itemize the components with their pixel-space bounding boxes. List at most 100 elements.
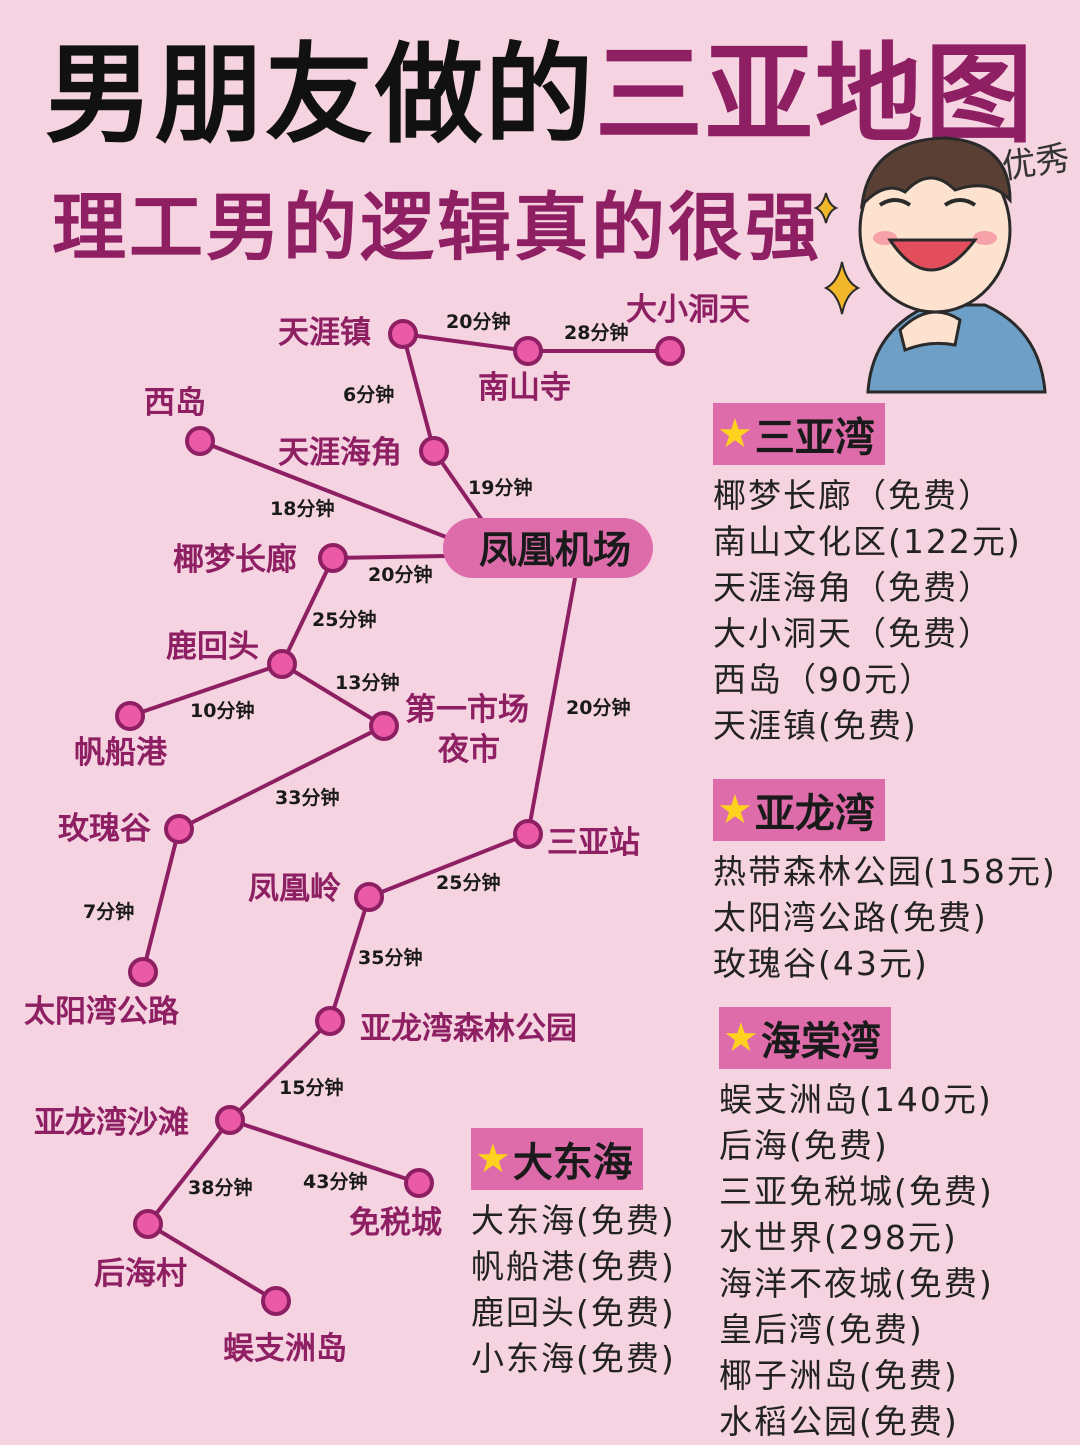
list-item: 水稻公园(免费) bbox=[719, 1402, 959, 1441]
route-lines bbox=[128, 332, 672, 1303]
node-sanyazhan bbox=[513, 819, 543, 849]
line-tianyazhen-tianyahaijiao bbox=[401, 332, 436, 453]
node-meiguigu bbox=[164, 814, 194, 844]
label-taiyangwan: 太阳湾公路 bbox=[24, 994, 180, 1030]
dur-yemeng-luhuitou: 25分钟 bbox=[312, 608, 376, 631]
label-meiguigu: 玫瑰谷 bbox=[58, 811, 151, 847]
label-fenghuangling: 凤凰岭 bbox=[248, 871, 341, 907]
node-tianyazhen bbox=[388, 319, 418, 349]
dur-meigui-taiyang: 7分钟 bbox=[83, 900, 134, 923]
label-luhuitou: 鹿回头 bbox=[166, 629, 259, 665]
node-fenghuangling bbox=[354, 882, 384, 912]
dur-fenghuangling-forest: 35分钟 bbox=[358, 946, 422, 969]
dur-diyi-meigui: 33分钟 bbox=[275, 786, 339, 809]
title-part1: 男朋友做的 bbox=[44, 33, 595, 158]
list-item: 大小洞天（免费） bbox=[713, 614, 993, 653]
list-item: 玫瑰谷(43元) bbox=[713, 944, 929, 983]
section-title-sanyawan: 三亚湾 bbox=[754, 415, 875, 461]
title-part2: 三亚地图 bbox=[595, 33, 1036, 158]
list-dadonghai: 大东海(免费) 帆船港(免费) 鹿回头(免费) 小东海(免费) bbox=[471, 1198, 676, 1382]
star-icon: ★ bbox=[723, 1015, 759, 1061]
list-item: 椰子洲岛(免费) bbox=[719, 1356, 959, 1395]
section-title-yalongwan: 亚龙湾 bbox=[754, 791, 875, 837]
label-yalongwanforest: 亚龙湾森林公园 bbox=[360, 1011, 577, 1047]
dur-luhuitou-fanchuan: 10分钟 bbox=[190, 699, 254, 722]
label-diyishichang-1: 第一市场 bbox=[405, 692, 529, 728]
star-icon: ★ bbox=[717, 411, 753, 457]
line-beach-houhai bbox=[146, 1118, 232, 1226]
dur-sanyazhan-fenghuangling: 25分钟 bbox=[436, 871, 500, 894]
node-daxiaodongtian bbox=[655, 336, 685, 366]
section-head-yalongwan: ★亚龙湾 bbox=[713, 779, 885, 841]
list-item: 椰梦长廊（免费） bbox=[713, 476, 993, 515]
node-diyishichang bbox=[369, 711, 399, 741]
line-beach-mianshui bbox=[228, 1118, 421, 1185]
list-item: 帆船港(免费) bbox=[471, 1247, 676, 1286]
node-luhuitou bbox=[267, 649, 297, 679]
node-yalongwanforest bbox=[315, 1006, 345, 1036]
dur-forest-beach: 15分钟 bbox=[279, 1076, 343, 1099]
list-item: 水世界(298元) bbox=[719, 1218, 958, 1257]
dur-tianyazhen-tianyahaijiao: 6分钟 bbox=[343, 383, 394, 406]
section-title-haitangwan: 海棠湾 bbox=[760, 1019, 881, 1065]
label-houhaicun: 后海村 bbox=[94, 1256, 187, 1292]
list-haitangwan: 蜈支洲岛(140元) 后海(免费) 三亚免税城(免费) 水世界(298元) 海洋… bbox=[719, 1077, 994, 1445]
label-yalongwanbeach: 亚龙湾沙滩 bbox=[34, 1105, 189, 1141]
line-hub-sanyazhan bbox=[526, 576, 577, 836]
sticker-text: 优秀 bbox=[999, 138, 1072, 187]
station-labels: 天涯镇 南山寺 大小洞天 西岛 天涯海角 椰梦长廊 鹿回头 帆船港 第一市场 夜… bbox=[24, 292, 750, 1367]
label-tianyazhen: 天涯镇 bbox=[278, 315, 371, 351]
sparkle-icons bbox=[813, 192, 861, 315]
section-dadonghai: ★大东海 大东海(免费) 帆船港(免费) 鹿回头(免费) 小东海(免费) bbox=[471, 1128, 676, 1382]
star-icon: ★ bbox=[717, 787, 753, 833]
dur-xidao-hub: 18分钟 bbox=[270, 497, 334, 520]
dur-nanshansi-daxiaodongtian: 28分钟 bbox=[564, 321, 628, 344]
cartoon-boy-icon bbox=[858, 136, 1047, 394]
dur-luhuitou-diyi: 13分钟 bbox=[335, 671, 399, 694]
node-taiyangwan bbox=[128, 957, 158, 987]
line-luhuitou-fanchuan bbox=[128, 662, 284, 718]
list-item: 太阳湾公路(免费) bbox=[713, 898, 988, 937]
label-tianyahaijiao: 天涯海角 bbox=[278, 435, 402, 471]
line-houhai-wuzhizhou bbox=[146, 1222, 278, 1303]
list-item: 海洋不夜城(免费) bbox=[719, 1264, 994, 1303]
label-daxiaodongtian: 大小洞天 bbox=[626, 292, 750, 328]
section-yalongwan: ★亚龙湾 热带森林公园(158元) 太阳湾公路(免费) 玫瑰谷(43元) bbox=[713, 779, 1057, 987]
label-diyishichang-2: 夜市 bbox=[437, 732, 500, 768]
list-item: 三亚免税城(免费) bbox=[719, 1172, 994, 1211]
line-sanyazhan-fenghuangling bbox=[367, 832, 530, 899]
star-icon: ★ bbox=[475, 1136, 511, 1182]
list-item: 热带森林公园(158元) bbox=[713, 852, 1057, 891]
list-item: 南山文化区(122元) bbox=[713, 522, 1022, 561]
line-forest-beach bbox=[228, 1019, 332, 1122]
section-haitangwan: ★海棠湾 蜈支洲岛(140元) 后海(免费) 三亚免税城(免费) 水世界(298… bbox=[719, 1007, 994, 1445]
line-fenghuangling-forest bbox=[328, 895, 371, 1023]
page-subtitle: 理工男的逻辑真的很强 bbox=[52, 185, 822, 271]
section-title-dadonghai: 大东海 bbox=[512, 1140, 633, 1186]
line-meigui-taiyang bbox=[141, 827, 181, 974]
list-item: 大东海(免费) bbox=[471, 1201, 676, 1240]
line-yemeng-hub bbox=[331, 554, 448, 560]
section-head-haitangwan: ★海棠湾 bbox=[719, 1007, 891, 1069]
line-yemeng-luhuitou bbox=[280, 556, 335, 666]
sparkle-icon bbox=[823, 261, 861, 315]
node-tianyahaijiao bbox=[419, 436, 449, 466]
node-xidao bbox=[185, 426, 215, 456]
page-title: 男朋友做的三亚地图 bbox=[0, 8, 1080, 164]
section-head-sanyawan: ★三亚湾 bbox=[713, 403, 885, 465]
line-luhuitou-diyi bbox=[280, 662, 386, 728]
list-item: 后海(免费) bbox=[719, 1126, 889, 1165]
node-houhaicun bbox=[133, 1209, 163, 1239]
label-yemengchanglang: 椰梦长廊 bbox=[173, 542, 297, 578]
list-item: 西岛（90元） bbox=[713, 660, 934, 699]
node-nanshansi bbox=[513, 336, 543, 366]
node-mianshuicheng bbox=[404, 1168, 434, 1198]
section-sanyawan: ★三亚湾 椰梦长廊（免费） 南山文化区(122元) 天涯海角（免费） 大小洞天（… bbox=[713, 403, 1022, 749]
label-xidao: 西岛 bbox=[144, 385, 206, 421]
line-diyi-meigui bbox=[177, 724, 386, 831]
node-yalongwanbeach bbox=[215, 1105, 245, 1135]
list-item: 天涯海角（免费） bbox=[713, 568, 993, 607]
dur-beach-mianshui: 43分钟 bbox=[303, 1170, 367, 1193]
node-yemengchanglang bbox=[318, 543, 348, 573]
hub-label: 凤凰机场 bbox=[479, 528, 631, 572]
